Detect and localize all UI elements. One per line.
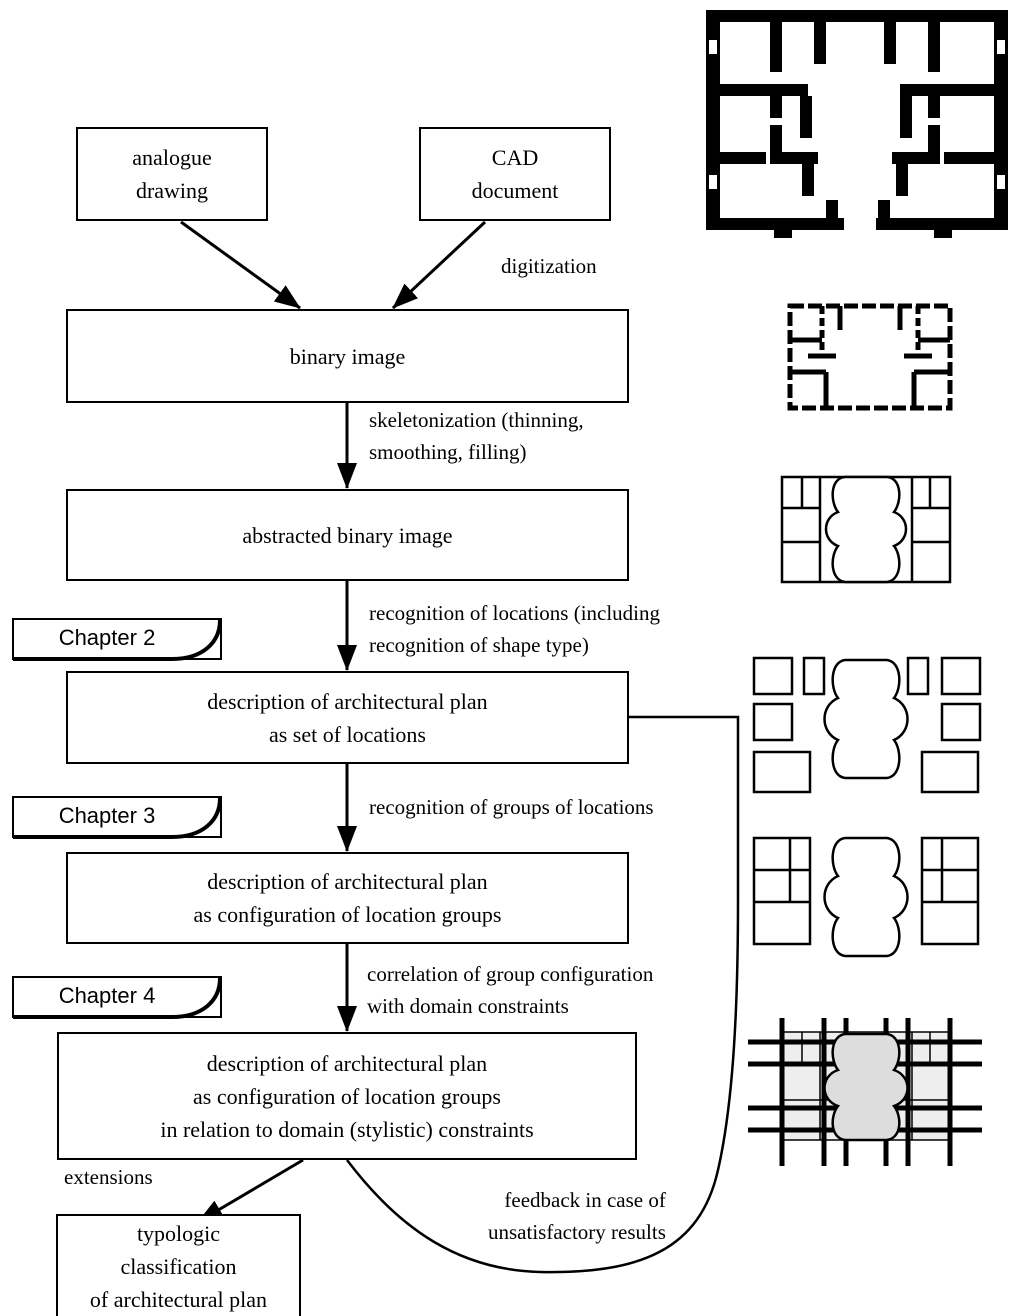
node-abstracted-binary-image: abstracted binary image [66,489,629,581]
label-digitization: digitization [501,254,597,278]
label-recognition-locations: recognition of locations (including reco… [369,601,661,657]
label-recognition-groups: recognition of groups of locations [369,795,654,819]
plan-binary-small-icon [787,303,953,411]
label-extensions: extensions [64,1165,153,1189]
chapter-tab-shape [12,618,222,661]
chapter-3-label: Chapter 3 [58,803,156,828]
label-skeletonization: skeletonization (thinning, smoothing, fi… [369,408,584,464]
arrow-analogue-to-binary [180,220,301,310]
node-location-groups: description of architectural plan as con… [66,852,629,944]
arrow-constraints-to-typologic [197,1158,304,1224]
chapter-2-tab: Chapter 2 [12,618,224,662]
node-binary-image: binary image [66,309,629,403]
chapter-4-tab: Chapter 4 [12,976,224,1020]
chapter-tab-shape [12,976,222,1019]
plan-groups-icon [752,836,980,958]
chapter-2-label: Chapter 2 [58,625,156,650]
node-abstracted-binary-image-label: abstracted binary image [242,522,453,548]
chapter-tab-shape [12,796,222,839]
node-binary-image-label: binary image [289,343,406,369]
feedback-arrow [346,707,740,1274]
node-domain-constraints-label: description of architectural plan as con… [160,1050,534,1142]
node-analogue-drawing: analogue drawing [76,127,268,221]
node-set-of-locations: description of architectural plan as set… [66,671,629,764]
node-location-groups-label: description of architectural plan as con… [193,869,502,927]
node-typologic-classification-label: typologic classification of architectura… [89,1220,268,1312]
plan-locations-icon [752,656,982,794]
plan-domain-grid-icon [748,1018,982,1166]
node-typologic-classification: typologic classification of architectura… [56,1214,301,1316]
plan-binary-large-icon [706,10,1008,238]
chapter-3-tab: Chapter 3 [12,796,224,840]
plan-abstracted-icon [780,475,952,584]
label-correlation: correlation of group configuration with … [367,962,654,1018]
node-set-of-locations-label: description of architectural plan as set… [207,688,488,747]
chapter-4-label: Chapter 4 [58,983,156,1008]
arrow-cad-to-binary [391,220,487,310]
node-cad-document-label: CAD document [471,145,559,203]
node-cad-document: CAD document [419,127,611,221]
node-domain-constraints: description of architectural plan as con… [57,1032,637,1160]
label-feedback: feedback in case of unsatisfactory resul… [488,1188,666,1244]
node-analogue-drawing-label: analogue drawing [132,145,212,203]
